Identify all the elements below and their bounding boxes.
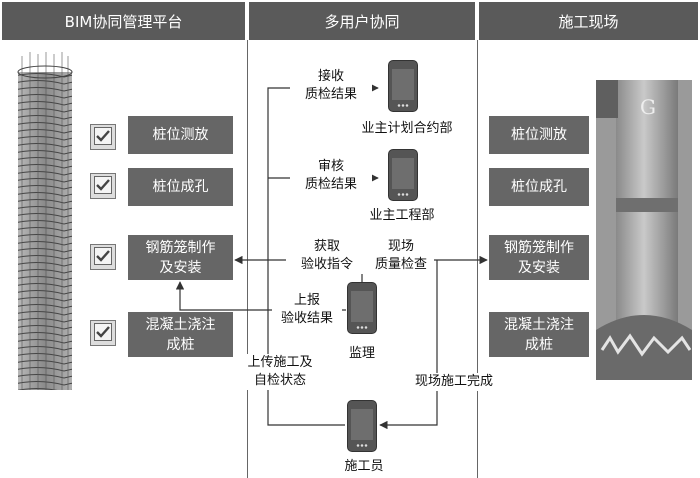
site-step-3: 钢筋笼制作 及安装 <box>489 235 589 280</box>
header-site: 施工现场 <box>479 2 698 40</box>
label-get-instruction: 获取 验收指令 <box>286 238 368 274</box>
check-icon <box>94 323 112 341</box>
phone-supervisor <box>347 282 377 334</box>
bim-step-3: 钢筋笼制作 及安装 <box>128 235 233 280</box>
bim-step-2: 桩位成孔 <box>128 168 233 206</box>
site-step-2: 桩位成孔 <box>489 168 589 206</box>
bim-step-4: 混凝土浇注 成桩 <box>128 312 233 357</box>
header-bim-text: BIM协同管理平台 <box>64 12 183 31</box>
checkbox-1[interactable] <box>90 124 116 150</box>
header-multi-text: 多用户协同 <box>324 12 400 31</box>
phone-constructor <box>347 400 377 452</box>
label-site-done: 现场施工完成 <box>404 373 504 391</box>
bim-step-1: 桩位测放 <box>128 116 233 154</box>
column-divider-left <box>247 40 248 478</box>
site-step-1: 桩位测放 <box>489 116 589 154</box>
label-owner-contract: 业主计划合约部 <box>361 121 453 136</box>
label-owner-engineering: 业主工程部 <box>369 208 435 223</box>
column-divider-right <box>477 40 478 478</box>
label-receive-results: 接收 质检结果 <box>290 68 372 104</box>
check-icon <box>94 247 112 265</box>
label-supervisor: 监理 <box>348 346 375 361</box>
header-bim: BIM协同管理平台 <box>2 2 245 40</box>
arrow-site-done <box>379 260 438 430</box>
pile-photo <box>596 80 692 380</box>
label-review-results: 审核 质检结果 <box>290 158 372 194</box>
header-site-text: 施工现场 <box>558 12 619 31</box>
label-site-quality-check: 现场 质量检查 <box>368 238 434 274</box>
label-upload-status: 上传施工及 自检状态 <box>234 354 326 390</box>
label-constructor: 施工员 <box>344 459 384 474</box>
pile-photo-text: G <box>640 95 656 119</box>
checkbox-2[interactable] <box>90 173 116 199</box>
rebar-cage-model <box>17 52 73 390</box>
header-multi: 多用户协同 <box>249 2 475 40</box>
phone-owner-engineering <box>388 149 418 201</box>
phone-owner-contract <box>388 60 418 112</box>
checkbox-3[interactable] <box>90 244 116 270</box>
check-icon <box>94 127 112 145</box>
site-step-4: 混凝土浇注 成桩 <box>489 312 589 357</box>
checkbox-4[interactable] <box>90 320 116 346</box>
label-report-results: 上报 验收结果 <box>272 292 342 328</box>
check-icon <box>94 176 112 194</box>
